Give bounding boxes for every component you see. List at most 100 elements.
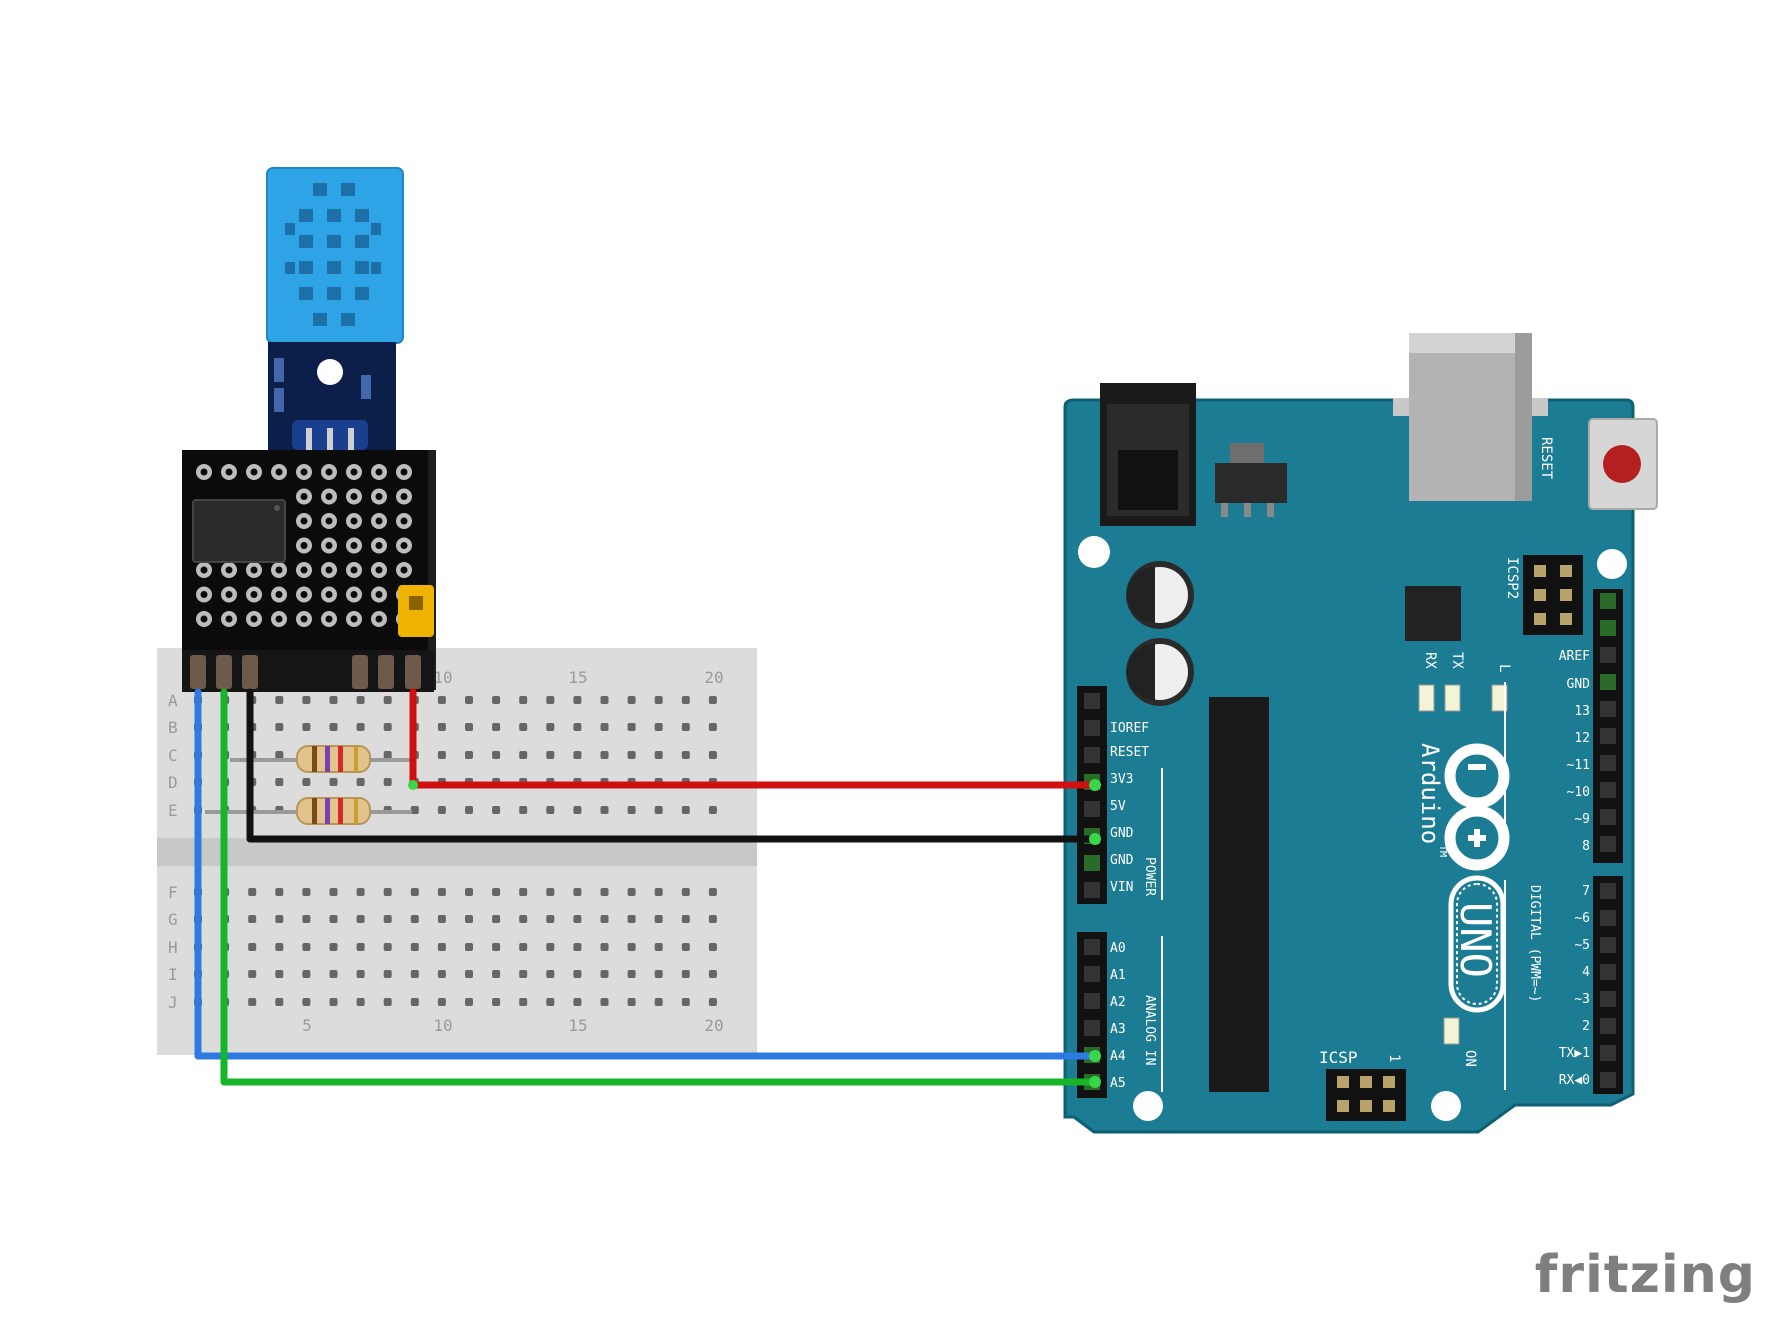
col-number-20-top: 20 (704, 668, 723, 687)
breadboard-hole (627, 970, 636, 978)
digital-pin (1600, 782, 1616, 798)
breadboard-hole (708, 696, 717, 704)
pin-label-d12: 12 (1574, 731, 1590, 746)
row-label-b: B (168, 718, 178, 737)
l-led (1491, 684, 1508, 712)
breadboard-hole (519, 888, 528, 896)
perf-hole-center (200, 468, 208, 476)
breadboard-hole (546, 998, 555, 1006)
analog-pin (1084, 1020, 1100, 1036)
breadboard-hole (275, 998, 284, 1006)
perf-hole-center (375, 615, 383, 623)
pin-label-d5: ~5 (1574, 938, 1590, 953)
icsp2-header (1523, 555, 1583, 635)
digital-pin (1600, 809, 1616, 825)
breadboard-hole (573, 970, 582, 978)
icsp-pin (1383, 1100, 1395, 1112)
breadboard-hole (465, 888, 473, 896)
grille-slot (299, 235, 313, 248)
pin-label-d3: ~3 (1574, 992, 1590, 1007)
breadboard-hole (410, 970, 419, 978)
breadboard-hole (708, 751, 717, 759)
breadboard-hole (275, 696, 284, 704)
breadboard-hole (356, 778, 365, 786)
reset-label: RESET (1538, 437, 1554, 480)
breadboard-hole (275, 723, 284, 731)
reset-button[interactable] (1588, 418, 1658, 510)
analog-group-label: ANALOG IN (1142, 995, 1157, 1065)
perf-hole-center (200, 591, 208, 598)
power-pin (1084, 801, 1100, 817)
mounting-hole (317, 359, 343, 385)
breadboard-hole (356, 970, 365, 978)
perf-hole-center (400, 566, 408, 574)
usb-connector (1393, 333, 1548, 501)
icsp-label: ICSP (1319, 1048, 1358, 1067)
breadboard-hole (708, 943, 717, 951)
power-header (1077, 686, 1107, 904)
header-pin (378, 655, 394, 689)
breadboard-hole (302, 696, 311, 704)
breadboard-hole (519, 943, 528, 951)
breadboard-hole (329, 970, 338, 978)
analog-pin-labels: A0 A1 A2 A3 A4 A5 (1110, 941, 1126, 1091)
pin-label-reset: RESET (1110, 745, 1149, 760)
wire-a5-green[interactable] (220, 688, 1099, 1086)
breadboard-hole (654, 888, 663, 896)
perf-hole-center (300, 615, 308, 623)
breadboard-hole (519, 696, 528, 704)
breadboard-hole (492, 751, 501, 759)
breadboard-hole (627, 751, 636, 759)
breadboard-hole (546, 751, 555, 759)
uno-text: UNO (1451, 902, 1500, 978)
analog-header (1077, 932, 1107, 1098)
power-pin (1084, 882, 1100, 898)
perf-hole-center (300, 591, 308, 598)
breadboard-hole (383, 943, 392, 951)
analog-pin (1084, 939, 1100, 955)
icsp-pins (1337, 1076, 1395, 1112)
breadboard-hole (465, 970, 473, 978)
capacitor-2 (1126, 638, 1194, 706)
perf-hole-center (300, 542, 308, 549)
perf-hole-center (325, 591, 333, 598)
grille-slot (355, 287, 369, 300)
icsp2-pin (1560, 613, 1572, 625)
breadboard-hole (492, 888, 501, 896)
perf-hole-center (350, 468, 358, 476)
breadboard-hole (546, 915, 555, 923)
sensor-grille (285, 183, 381, 326)
breadboard-hole (275, 970, 284, 978)
row-label-e: E (168, 801, 178, 820)
breadboard-hole (465, 998, 473, 1006)
breadboard-hole (681, 723, 690, 731)
icsp-pin (1337, 1100, 1349, 1112)
rx-led (1418, 684, 1435, 712)
col-number-15-bottom: 15 (568, 1016, 587, 1035)
row-label-i: I (168, 965, 178, 984)
breadboard-hole (627, 998, 636, 1006)
breadboard-hole (383, 751, 392, 759)
breadboard-hole (329, 888, 338, 896)
breadboard-hole (329, 696, 338, 704)
pin-label-gnd-2: GND (1110, 853, 1134, 868)
header-pin (242, 655, 258, 689)
perf-hole-center (250, 615, 258, 623)
breadboard-hole (437, 806, 446, 814)
breadboard-hole (248, 970, 257, 978)
perf-hole-center (200, 615, 208, 623)
perf-hole-center (375, 591, 383, 598)
breadboard-hole (681, 943, 690, 951)
breadboard-hole (600, 696, 609, 704)
breadboard-hole (681, 915, 690, 923)
icsp-pin1-label: 1 (1386, 1054, 1402, 1062)
wire-a4-blue[interactable] (194, 688, 1099, 1060)
breadboard-hole (465, 723, 473, 731)
breadboard-hole (437, 998, 446, 1006)
grille-slot (299, 261, 313, 274)
digital-pin (1600, 1045, 1616, 1061)
breadboard-hole (465, 696, 473, 704)
breadboard-hole (248, 888, 257, 896)
icsp2-label: ICSP2 (1504, 557, 1520, 599)
wire-gnd-black[interactable] (246, 688, 1099, 843)
